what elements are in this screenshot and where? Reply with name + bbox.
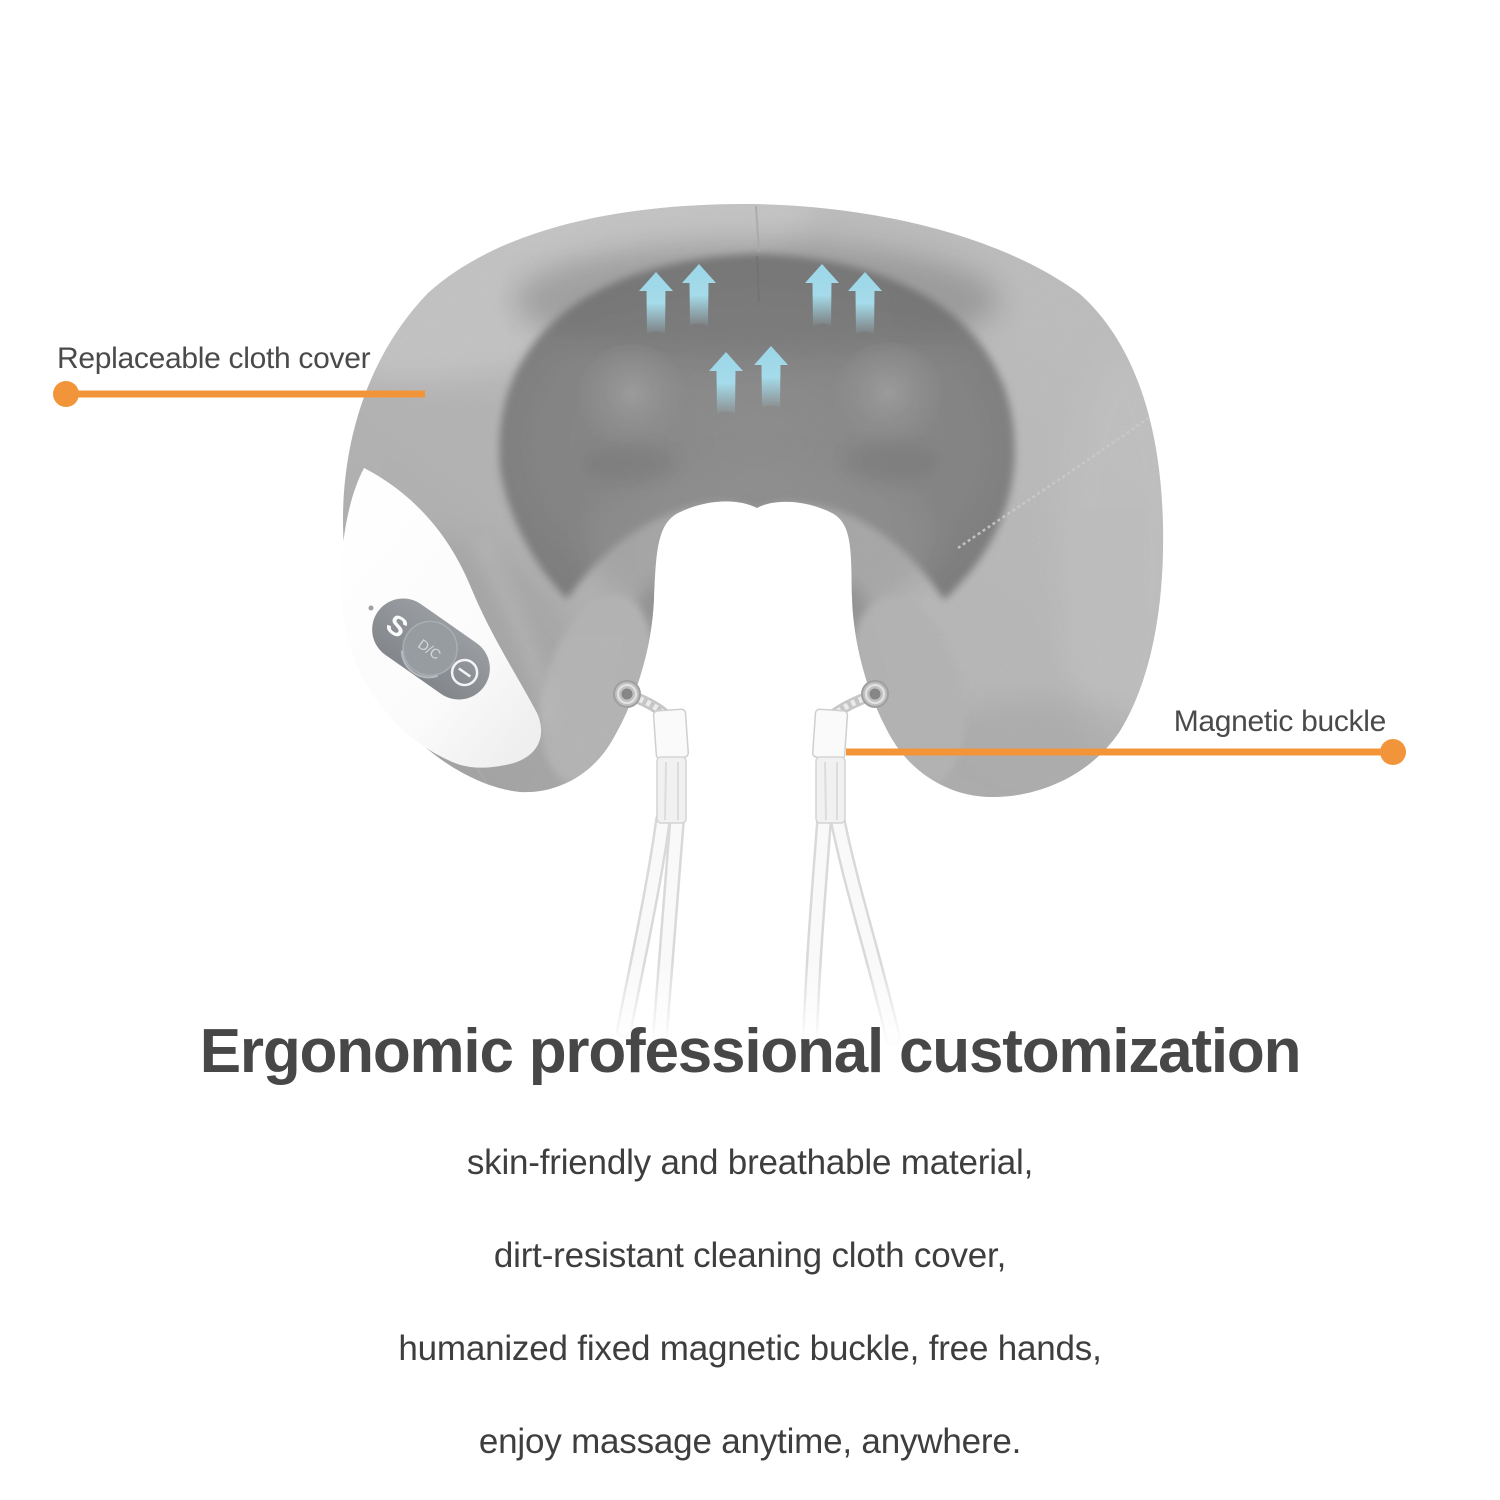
console-shadow xyxy=(473,537,555,726)
control-panel: S D/C xyxy=(341,468,555,768)
grommet-hole xyxy=(869,688,881,700)
button-cluster: S D/C xyxy=(372,598,490,700)
leader-dot xyxy=(1380,739,1406,765)
description-line: enjoy massage anytime, anywhere. xyxy=(478,1422,1022,1461)
led-indicator-dot xyxy=(368,605,374,611)
leader-dot xyxy=(53,381,79,407)
attachment-left xyxy=(613,680,690,824)
annotation-right xyxy=(846,739,1406,765)
description: skin-friendly and breathable material, d… xyxy=(0,1116,1500,1488)
magnetic-buckle-head xyxy=(811,708,849,760)
grommet-ring xyxy=(617,684,637,704)
description-line: humanized fixed magnetic buckle, free ha… xyxy=(398,1329,1102,1368)
description-line: skin-friendly and breathable material, xyxy=(466,1143,1034,1182)
magnetic-buckle-sleeve xyxy=(656,756,687,824)
grommet-hole xyxy=(621,688,633,700)
magnetic-buckle-head xyxy=(652,708,690,760)
magnetic-buckle-sleeve xyxy=(815,756,846,824)
console-housing xyxy=(341,468,542,768)
strap-fade xyxy=(540,962,970,1062)
minus-button-icon xyxy=(450,658,479,687)
power-button-arc xyxy=(400,650,439,679)
description-line: dirt-resistant cleaning cloth cover, xyxy=(493,1236,1007,1275)
attachment-right xyxy=(811,680,889,824)
label-replaceable-cover: Replaceable cloth cover xyxy=(57,342,371,375)
grommet-ring xyxy=(865,684,885,704)
headline: Ergonomic professional customization xyxy=(199,1017,1302,1086)
power-button xyxy=(402,620,458,677)
buckle-slot xyxy=(824,761,827,821)
buckle-slot xyxy=(664,761,667,821)
label-magnetic-buckle: Magnetic buckle xyxy=(1173,705,1387,738)
annotation-left xyxy=(53,381,425,407)
